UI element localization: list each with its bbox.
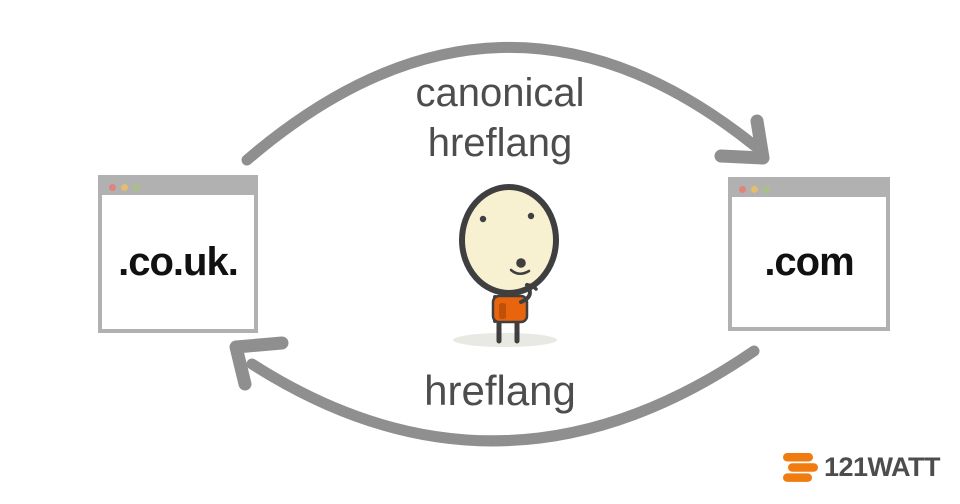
arrowhead-left-icon [229,336,289,391]
top-arrow-label: canonical hreflang [330,68,670,168]
domain-label-com: .com [764,239,854,284]
browser-window-com: .com [728,177,890,331]
window-maximize-icon [133,183,140,191]
top-arrow-label-line1: canonical [415,71,585,115]
character-eye-left [479,215,487,223]
window-titlebar [102,179,254,195]
character-chin-line [509,268,531,275]
brand-logo: 121WATT [781,450,941,484]
top-arrow [241,41,770,166]
window-close-icon [109,183,116,191]
domain-label-couk: .co.uk. [118,239,239,284]
browser-window-couk: .co.uk. [98,175,258,333]
character-shadow [453,333,557,347]
brand-logo-text: 121WATT [824,451,941,482]
character-shirt-pocket [499,303,506,319]
bottom-arrow [229,336,760,447]
window-minimize-icon [121,183,128,191]
three-orange-bars-icon [783,453,818,482]
character-head [459,184,559,296]
bottom-arrow-label: hreflang [424,367,576,414]
character-hand [525,283,538,291]
window-content: .co.uk. [102,195,254,329]
character-eye-right [527,212,535,220]
window-maximize-icon [763,185,770,193]
window-close-icon [739,185,746,193]
character-figure [453,184,559,347]
top-arrow-label-line2: hreflang [427,121,573,165]
window-minimize-icon [751,185,758,193]
arrowhead-right-icon [714,114,770,165]
character-mouth [516,258,526,268]
window-content: .com [732,197,886,327]
window-titlebar [732,181,886,197]
